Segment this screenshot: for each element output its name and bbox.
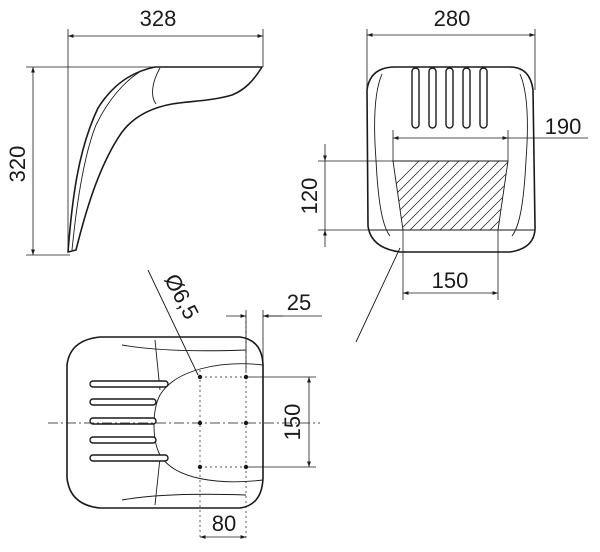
top-view-vent-slots (89, 380, 169, 462)
vent-slot (445, 67, 454, 129)
front-bottom-width-label: 150 (432, 268, 469, 293)
mounting-hole (197, 464, 203, 470)
top-view: Ø6,5 25 150 80 (48, 270, 322, 540)
front-width-label: 280 (434, 6, 471, 31)
front-view-outline (366, 66, 536, 253)
vent-slot (89, 380, 169, 388)
vent-slot (462, 67, 471, 129)
top-bottom-width-label: 80 (212, 511, 236, 536)
side-view-outline (67, 66, 263, 253)
front-view-right-shading (511, 73, 528, 237)
mounting-hole (197, 420, 203, 426)
vent-slot (428, 67, 437, 129)
vent-slot (89, 454, 169, 462)
vent-slot (89, 436, 157, 444)
vent-slot (411, 67, 420, 129)
front-mount-width-label: 190 (545, 114, 582, 139)
front-view: 280 190 120 150 (297, 6, 588, 343)
top-offset-label: 25 (287, 290, 311, 315)
front-view-left-shading (374, 73, 391, 237)
mounting-leader-line (355, 247, 401, 343)
hole-diameter-label: Ø6,5 (159, 270, 203, 324)
mounting-hole (243, 420, 249, 426)
side-view: 328 320 (5, 6, 264, 256)
side-height-label: 320 (5, 146, 30, 183)
vent-slot (89, 398, 157, 406)
side-view-inner-curve (152, 67, 161, 105)
top-view-center-shell (153, 363, 264, 483)
front-view-vent-slots (411, 67, 488, 129)
mounting-hole (197, 374, 203, 380)
side-view-front-edge (71, 69, 144, 251)
mounting-area-hatch (393, 161, 508, 230)
front-mount-height-label: 120 (297, 178, 322, 215)
side-width-label: 328 (140, 6, 177, 31)
top-view-outline (66, 336, 264, 509)
top-view-inner-curve-top (121, 344, 247, 352)
hole-diameter-leader (147, 269, 199, 376)
vent-slot (89, 417, 157, 425)
top-view-inner-curve-bottom (121, 493, 247, 501)
mounting-holes (197, 374, 249, 470)
top-spacing-label: 150 (280, 404, 305, 441)
vent-slot (479, 67, 488, 129)
